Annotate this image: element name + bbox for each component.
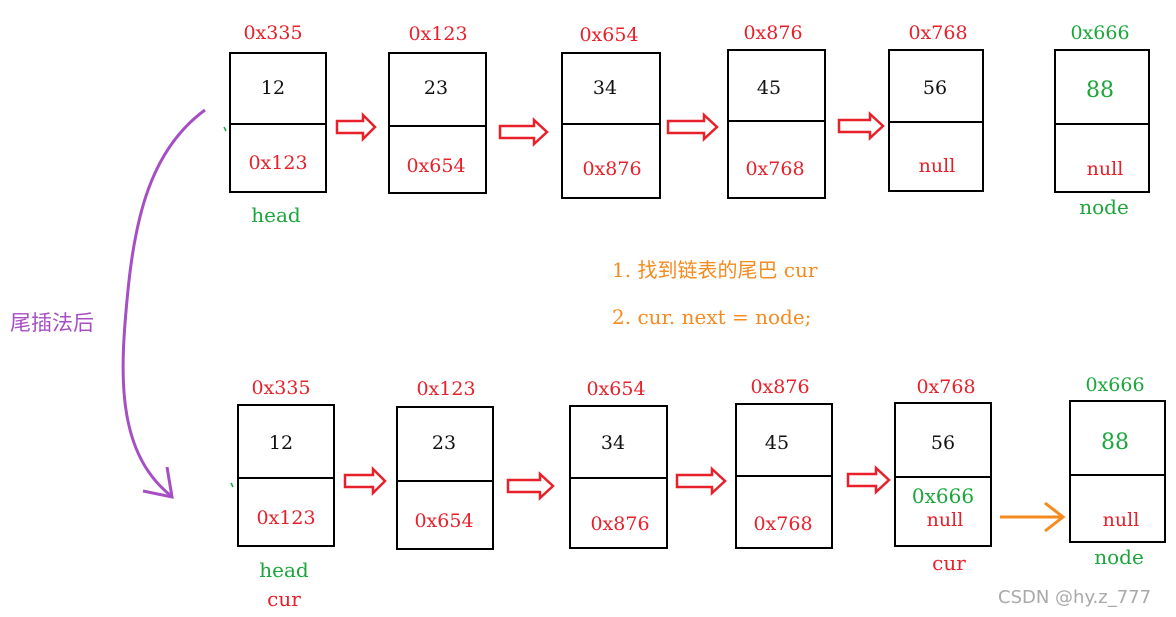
node-value: 56 [922,77,948,99]
node-box [894,402,992,547]
node-address: 0x768 [908,22,968,44]
node-next: 0x876 [582,158,642,180]
node-box [229,52,327,193]
node-address: 0x666 [1070,22,1130,44]
cur-label-tail: cur [932,551,966,575]
node-box [888,49,984,192]
node-value: 88 [1101,430,1129,455]
node-value: 23 [431,432,457,454]
node-box [1054,49,1150,193]
head-label: head [251,203,301,227]
node-divider [239,477,333,479]
tail-insert-label: 尾插法后 [10,311,94,335]
node-next: 0x123 [256,507,316,529]
cur-label-first: cur [267,587,301,611]
node-address: 0x654 [579,24,639,46]
node-value: 23 [423,77,449,99]
link-arrow-bottom-1 [343,465,387,497]
node-new-next: 0x666 [911,484,975,508]
node-box [237,404,335,547]
node-label: node [1094,545,1144,569]
node-divider [563,123,659,125]
node-box [569,405,668,549]
node-address: 0x123 [408,23,468,45]
step-find-tail: 1. 找到链表的尾巴 cur [612,258,818,282]
node-next: null [918,155,956,177]
node-box [727,49,826,199]
node-address: 0x335 [243,22,303,44]
head-label: head [259,558,309,582]
node-address: 0x654 [586,378,646,400]
node-value: 34 [600,432,626,454]
tick-mark [230,482,234,488]
link-arrow-top-2 [498,117,549,147]
link-arrow-bottom-2 [506,471,555,501]
node-box [396,406,494,550]
watermark: CSDN @hy.z_777 [998,587,1152,608]
step-link-node: 2. cur. next = node; [612,305,812,329]
node-value: 45 [764,432,790,454]
node-value: 45 [756,77,782,99]
node-divider [390,125,485,127]
link-arrow-bottom-4 [846,465,891,495]
node-value: 34 [592,77,618,99]
node-box [388,52,487,194]
node-label: node [1079,195,1129,219]
node-address: 0x768 [916,376,976,398]
tick-mark [223,126,227,132]
node-box [561,52,661,199]
node-next: null [926,509,964,531]
node-address: 0x876 [743,22,803,44]
node-divider [231,123,325,125]
link-arrow-bottom-3 [675,466,727,496]
node-value: 56 [930,432,956,454]
node-divider [729,120,824,122]
link-arrow-top-4 [837,111,885,141]
node-divider [1071,474,1164,476]
node-next: 0x123 [248,152,308,174]
node-address: 0x876 [750,376,810,398]
node-divider [398,480,492,482]
link-arrow-top-3 [666,112,719,142]
node-divider [1056,123,1148,125]
node-value: 12 [268,432,294,454]
node-value: 88 [1086,78,1114,103]
node-divider [737,475,831,477]
node-divider [890,121,982,123]
node-box [735,403,833,549]
node-address: 0x123 [416,378,476,400]
node-next: 0x768 [753,513,813,535]
node-box [1069,400,1166,543]
node-next: 0x768 [745,158,805,180]
new-link-arrow [1000,501,1066,533]
node-value: 12 [260,77,286,99]
transition-curve-arrow [121,108,206,499]
node-next: 0x654 [414,510,474,532]
node-address: 0x666 [1085,374,1145,396]
node-divider [896,476,990,478]
link-arrow-top-1 [335,111,377,143]
node-next: null [1086,158,1124,180]
node-next: null [1102,509,1140,531]
node-next: 0x654 [406,155,466,177]
node-divider [571,477,666,479]
node-next: 0x876 [590,513,650,535]
node-address: 0x335 [251,377,311,399]
